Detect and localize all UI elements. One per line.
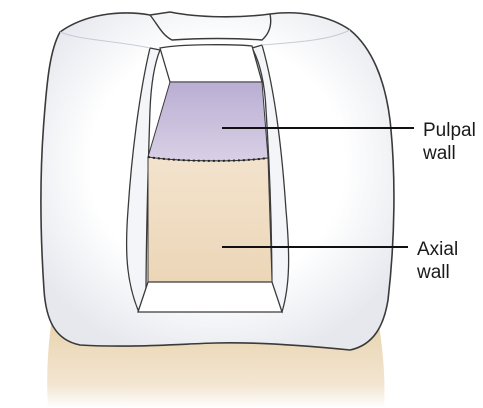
- axial-label-line1: Axial: [417, 238, 458, 261]
- pulpal-label-line2: wall: [423, 142, 476, 165]
- pulpal-wall-label: Pulpal wall: [423, 119, 476, 165]
- pulpal-label-line1: Pulpal: [423, 119, 476, 142]
- axial-wall: [148, 157, 272, 282]
- axial-wall-label: Axial wall: [417, 238, 458, 284]
- cavity-opening: [160, 45, 262, 82]
- gingival-floor: [138, 282, 282, 312]
- axial-label-line2: wall: [417, 261, 458, 284]
